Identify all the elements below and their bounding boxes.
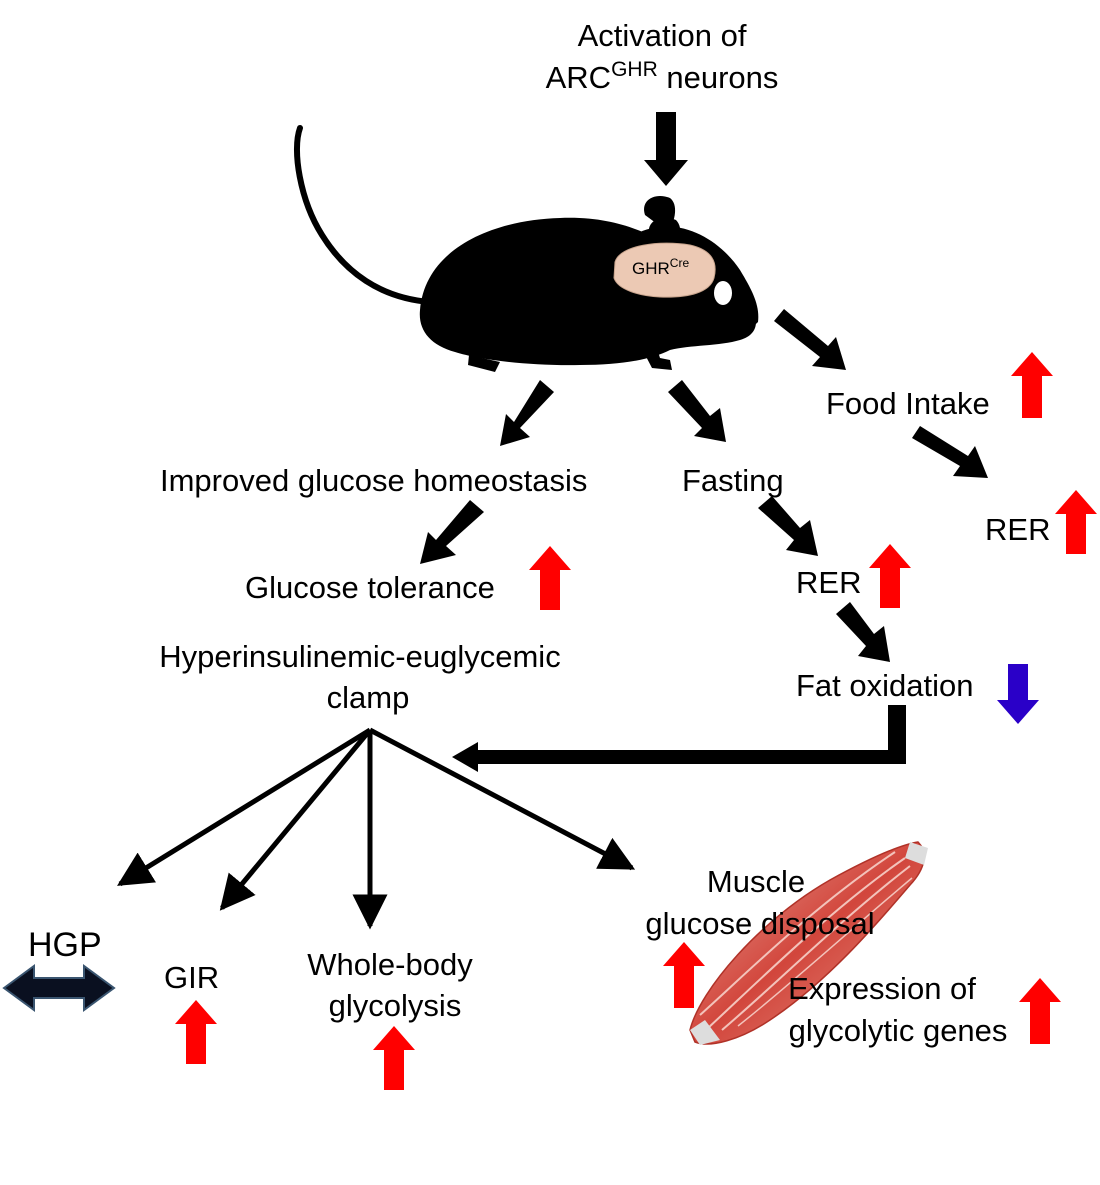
muscle-label-line2: glucose disposal bbox=[645, 906, 874, 941]
arrow-fat-oxidation-to-clamp bbox=[452, 705, 906, 772]
arrow-mouse-to-improved-glucose bbox=[500, 380, 554, 446]
muscle-label-line1: Muscle bbox=[707, 864, 805, 899]
improved-glucose-label: Improved glucose homeostasis bbox=[160, 463, 587, 498]
fat-oxidation-down-arrow-icon bbox=[997, 664, 1039, 724]
clamp-label-line1: Hyperinsulinemic-euglycemic bbox=[159, 639, 560, 674]
hgp-label: HGP bbox=[28, 926, 102, 964]
clamp-arrows bbox=[117, 727, 636, 930]
arrow-clamp-to-hgp bbox=[117, 727, 372, 887]
glycolysis-up-arrow-icon bbox=[373, 1026, 415, 1090]
activation-label-line1: Activation of bbox=[578, 18, 747, 53]
rer-mid-up-arrow-icon bbox=[869, 544, 911, 608]
arrow-activation-to-mouse bbox=[644, 112, 688, 186]
muscle-icon bbox=[689, 841, 928, 1045]
arrow-mouse-to-fasting bbox=[668, 380, 726, 442]
glycolysis-label-line2: glycolysis bbox=[329, 988, 462, 1023]
rer-right-up-arrow-icon bbox=[1055, 490, 1097, 554]
rer-right-label: RER bbox=[985, 512, 1050, 547]
glucose-tolerance-up-arrow-icon bbox=[529, 546, 571, 610]
activation-label-line2: ARCGHR neurons bbox=[546, 58, 779, 95]
arrow-improved-to-tolerance bbox=[420, 500, 484, 564]
arrow-clamp-to-gir bbox=[219, 728, 372, 911]
food-intake-label: Food Intake bbox=[826, 386, 990, 421]
fasting-label: Fasting bbox=[682, 463, 784, 498]
muscle-glucose-disposal-up-arrow-icon bbox=[663, 942, 705, 1008]
brain-label: GHRCre bbox=[632, 256, 689, 278]
brain-icon: GHRCre bbox=[613, 242, 716, 298]
thick-arrows bbox=[420, 112, 988, 772]
arrow-mouse-to-food-intake bbox=[774, 309, 846, 370]
fat-oxidation-label: Fat oxidation bbox=[796, 668, 974, 703]
glycolysis-label-line1: Whole-body bbox=[307, 947, 473, 982]
expression-label-line1: Expression of bbox=[788, 971, 976, 1006]
expression-label-line2: glycolytic genes bbox=[789, 1013, 1008, 1048]
arrow-food-intake-to-rer bbox=[912, 426, 988, 478]
gir-label: GIR bbox=[164, 960, 219, 995]
glucose-tolerance-label: Glucose tolerance bbox=[245, 570, 495, 605]
clamp-label-line2: clamp bbox=[327, 680, 410, 715]
glycolytic-genes-up-arrow-icon bbox=[1019, 978, 1061, 1044]
change-indicators bbox=[2, 352, 1097, 1090]
arrow-rer-to-fat-oxidation bbox=[836, 602, 890, 662]
food-intake-up-arrow-icon bbox=[1011, 352, 1053, 418]
arrow-clamp-to-muscle bbox=[368, 727, 636, 871]
arrow-fasting-to-rer bbox=[758, 496, 818, 556]
rer-mid-label: RER bbox=[796, 565, 861, 600]
hgp-unchanged-icon bbox=[2, 964, 116, 1012]
gir-up-arrow-icon bbox=[175, 1000, 217, 1064]
